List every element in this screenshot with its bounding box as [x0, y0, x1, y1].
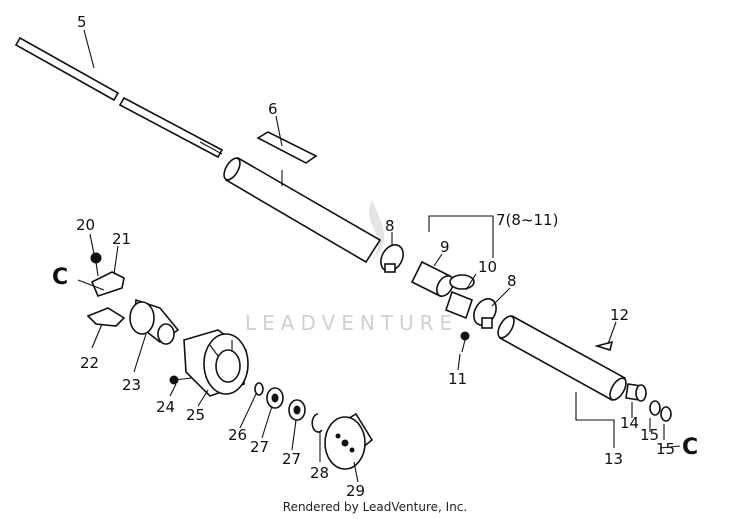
part-14-bushing — [625, 383, 647, 402]
label-20: 20 — [76, 216, 95, 234]
leader-lines — [77, 29, 681, 483]
label-27-a: 27 — [250, 438, 269, 456]
part-15-o-rings — [649, 400, 672, 422]
label-9: 9 — [440, 238, 450, 256]
part-labels: 5 6 7(8~11) 8 9 10 8 11 12 13 14 15 15 2… — [52, 13, 698, 500]
label-27-b: 27 — [282, 450, 301, 468]
part-5-drive-shaft — [14, 36, 224, 159]
label-6: 6 — [268, 100, 278, 118]
watermark-text: LEADVENTURE — [245, 311, 458, 335]
label-8-upper: 8 — [385, 217, 395, 235]
label-24: 24 — [156, 398, 175, 416]
part-10-ring — [445, 274, 475, 320]
label-14: 14 — [620, 414, 639, 432]
label-22: 22 — [80, 354, 99, 372]
part-12-key — [594, 340, 614, 352]
label-15-a: 15 — [640, 426, 659, 444]
part-27-bearing-a — [266, 387, 284, 409]
part-23-housing-neck — [129, 298, 180, 345]
part-21-clamp-half — [90, 271, 125, 297]
label-23: 23 — [122, 376, 141, 394]
upper-main-tube — [223, 156, 382, 264]
part-20-bolt — [90, 252, 102, 277]
watermark: LEADVENTURE — [245, 200, 458, 335]
part-22-clamp-half — [86, 307, 126, 327]
label-29: 29 — [346, 482, 365, 500]
label-10: 10 — [478, 258, 497, 276]
label-5: 5 — [77, 13, 87, 31]
part-8-clamp-upper — [380, 244, 404, 273]
part-6-liner — [256, 131, 318, 164]
label-13: 13 — [604, 450, 623, 468]
footer-credit: Rendered by LeadVenture, Inc. — [282, 500, 468, 514]
label-c-right: C — [682, 435, 698, 460]
part-11-bolt — [460, 331, 470, 353]
label-26: 26 — [228, 426, 247, 444]
label-8-lower: 8 — [507, 272, 517, 290]
part-25-clutch-housing — [183, 329, 249, 397]
part-26-washer — [254, 382, 264, 396]
part-27-bearing-b — [288, 399, 306, 421]
part-8-clamp-lower — [473, 298, 497, 329]
label-11: 11 — [448, 370, 467, 388]
label-28: 28 — [310, 464, 329, 482]
label-21: 21 — [112, 230, 131, 248]
lower-main-tube — [497, 314, 627, 402]
part-29-clutch-drum — [324, 412, 374, 470]
label-15-b: 15 — [656, 440, 675, 458]
part-24-bolt — [169, 375, 193, 385]
part-9-sleeve — [410, 260, 454, 298]
label-25: 25 — [186, 406, 205, 424]
label-c-left: C — [52, 265, 68, 290]
part-28-snap-ring — [311, 413, 323, 433]
label-12: 12 — [610, 306, 629, 324]
label-7: 7(8~11) — [496, 211, 558, 229]
